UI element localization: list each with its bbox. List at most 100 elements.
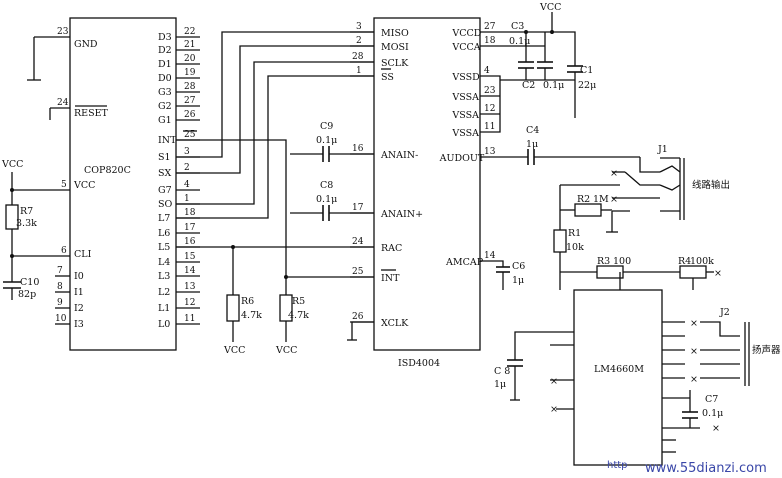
c8a-val: 0.1μ	[316, 194, 337, 205]
c3-ref: C3	[511, 21, 524, 32]
j1-x2: ×	[610, 194, 618, 205]
isd-pin-number: 11	[484, 122, 495, 132]
lm-x-r2: ×	[690, 346, 698, 357]
isd-pin-label: VSSA	[451, 92, 479, 103]
cop-vcc-label: VCC	[73, 180, 95, 191]
cop-pin-i0: I0	[74, 271, 84, 282]
cop-pin-label: D3	[158, 32, 172, 43]
cop-pin-number: 22	[184, 27, 195, 37]
isd-pin-number: 13	[484, 147, 496, 157]
c4-ref: C4	[526, 125, 539, 136]
r4-resistor	[679, 265, 707, 279]
r5-val: 4.7k	[288, 310, 309, 321]
isd-left-pins: 3MISO2MOSI28SCLK1SS16ANAIN-17ANAIN+24RAC…	[350, 22, 423, 329]
j2-ref: J2	[719, 307, 730, 318]
r3-val: 100	[613, 256, 631, 267]
isd-pin-label: XCLK	[381, 318, 409, 329]
cop-pin-label: D2	[158, 45, 172, 56]
cop-pin-number: 12	[184, 298, 195, 308]
isd-pin-number: 17	[352, 203, 364, 213]
cop-left-pins: 23 24 5 6 7 I0 8 I1 9 I2 10 I3	[12, 27, 84, 330]
isd-pin-number: 27	[484, 22, 496, 32]
j1-ref: J1	[657, 144, 668, 155]
cop-pin-label: L5	[158, 242, 170, 253]
cop-pin-i2: I2	[74, 303, 84, 314]
r1-val: 10k	[566, 242, 584, 253]
r2-ref: R2	[577, 194, 590, 205]
r6-val: 4.7k	[241, 310, 262, 321]
isd-pin-number: 1	[356, 66, 362, 76]
cop-gnd-label: GND	[74, 39, 98, 50]
cop-pin-number: 4	[184, 180, 190, 190]
c4-val: 1μ	[526, 139, 538, 150]
r2-resistor	[574, 203, 602, 217]
isd-pin-label: VCCD	[451, 28, 481, 39]
cop-pin-label: S1	[158, 152, 171, 163]
watermark: http www.55dianzi.com	[607, 460, 767, 476]
cop820c-label: COP820C	[84, 165, 131, 176]
isd-pin-label: VSSA	[451, 128, 479, 139]
isd-pin-number: 28	[352, 52, 364, 62]
cop-pin-i3: I3	[74, 319, 84, 330]
audio-output: C4 1μ C6 1μ	[480, 125, 640, 290]
cop-pin-number: 11	[184, 314, 195, 324]
r1-ref: R1	[568, 228, 581, 239]
isd4004-chip: ISD4004	[373, 17, 481, 369]
cop-pin-label: G2	[158, 101, 172, 112]
c10-ref: C10	[20, 277, 39, 288]
cop-right-pins: 22D321D220D119D028G327G226G125INT3S12SX4…	[158, 27, 200, 330]
j1-x1: ×	[610, 168, 618, 179]
cop-pin-label: L2	[158, 287, 170, 298]
cop-pin-number: 27	[184, 96, 196, 106]
isd-pin-label: AUDOUT	[439, 153, 485, 164]
cop-pin-number: 20	[184, 54, 196, 64]
cop-pin-number: 28	[184, 82, 196, 92]
r4-val: 100k	[690, 256, 714, 267]
r4-x: ×	[714, 268, 722, 279]
isd-pin-number: 26	[352, 312, 364, 322]
pullup-resistors: R6 4.7k VCC R5 4.7k VCC	[223, 245, 309, 356]
lm-x-left2: ×	[550, 404, 558, 415]
cop-cli-label: CLI	[74, 249, 92, 260]
cop-pin-label: SX	[158, 168, 172, 179]
lm4660m-body	[573, 289, 663, 466]
cop-pin-number: 25	[184, 130, 196, 140]
cop820c-body	[69, 17, 177, 351]
lm4660m-label: LM4660M	[594, 364, 644, 375]
c6-val: 1μ	[512, 275, 524, 286]
c2-val: 0.1μ	[543, 80, 564, 91]
c9-val: 0.1μ	[316, 135, 337, 146]
cop-pin-label: L0	[158, 319, 170, 330]
r6-resistor	[226, 294, 240, 322]
vcc-label-r7: VCC	[1, 159, 23, 170]
cop-pin-label: G1	[158, 115, 172, 126]
cop-pin-number: 13	[184, 282, 196, 292]
cop-pin-7: 7	[57, 266, 63, 276]
vcc-label-r5: VCC	[275, 345, 297, 356]
cop-pin-10: 10	[55, 314, 67, 324]
lm-x-r3: ×	[690, 374, 698, 385]
cop-pin-label: L7	[158, 213, 170, 224]
spi-wiring	[176, 31, 374, 278]
cop-pin-number: 21	[184, 40, 195, 50]
c1-val: 22μ	[578, 80, 596, 91]
xclk-ground	[347, 321, 374, 341]
clock-network: VCC R7 3.3k C10 82p	[1, 159, 39, 300]
c10-val: 82p	[18, 289, 36, 300]
cop-pin-i1: I1	[74, 287, 84, 298]
c7-ref: C7	[705, 394, 718, 405]
watermark-url: www.55dianzi.com	[645, 461, 767, 476]
c8b-val: 1μ	[494, 379, 506, 390]
cop-pin-number: 14	[184, 266, 196, 276]
isd4004-label: ISD4004	[398, 358, 440, 369]
c8a-ref: C8	[320, 180, 333, 191]
r7-val: 3.3k	[16, 218, 37, 229]
isd-pin-number: 25	[352, 267, 364, 277]
r1-resistor	[553, 229, 567, 253]
c6-ref: C6	[512, 261, 525, 272]
cop-pin-24: 24	[57, 98, 69, 108]
cop-pin-number: 19	[184, 68, 196, 78]
j1-connector: J1 × × 线路输出	[606, 144, 730, 233]
isd-power-network: VCC C3 0.1μ C1 22μ C2 0.1μ	[480, 2, 596, 133]
